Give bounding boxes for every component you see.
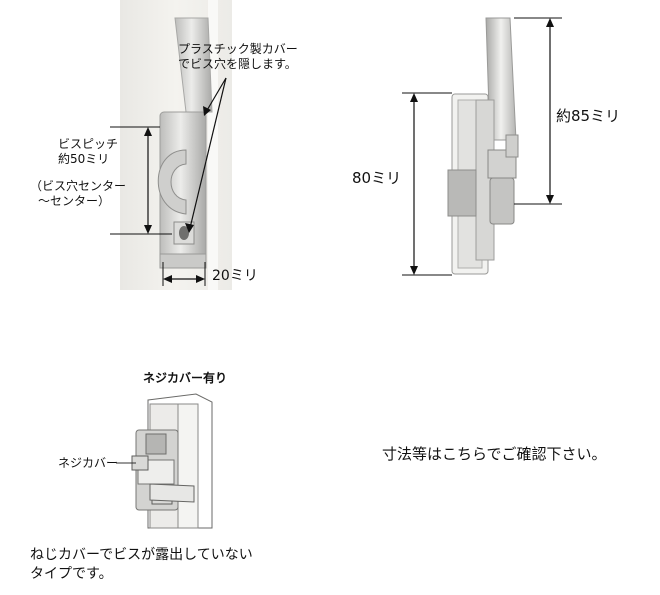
width-label: 20ミリ	[212, 268, 258, 284]
pitch-label-line1: ビスピッチ	[58, 137, 119, 151]
figure-photo-front: プラスチック製カバー でビス穴を隠します。 ビスピッチ 約50ミリ （ビス穴セン…	[0, 0, 330, 300]
dimension-instruction: 寸法等はこちらでご確認下さい。	[382, 445, 607, 463]
depth-label: 約85ミリ	[556, 107, 621, 125]
description-line2: タイプです。	[30, 566, 113, 582]
pitch-paren-line2: 〜センター）	[38, 194, 111, 208]
screw-cover-title: ネジカバー有り	[143, 371, 228, 385]
cover-note-line2: でビス穴を隠します。	[178, 57, 297, 71]
cover-note-line1: プラスチック製カバー	[178, 42, 298, 56]
screw-cover-label: ネジカバー	[58, 456, 119, 470]
height-label: 80ミリ	[352, 169, 402, 187]
latch-side-view	[402, 17, 562, 276]
figure-side-view: 80ミリ 約85ミリ	[330, 0, 660, 300]
description-line1: ねじカバーでビスが露出していない	[30, 547, 253, 563]
pitch-paren-line1: （ビス穴センター	[30, 179, 127, 193]
pitch-label-line2: 約50ミリ	[58, 152, 110, 166]
figure-screw-cover: ネジカバー有り ネジカバー	[0, 360, 330, 540]
latch-front-photo	[110, 0, 232, 290]
screw-cover-illustration	[116, 393, 213, 529]
